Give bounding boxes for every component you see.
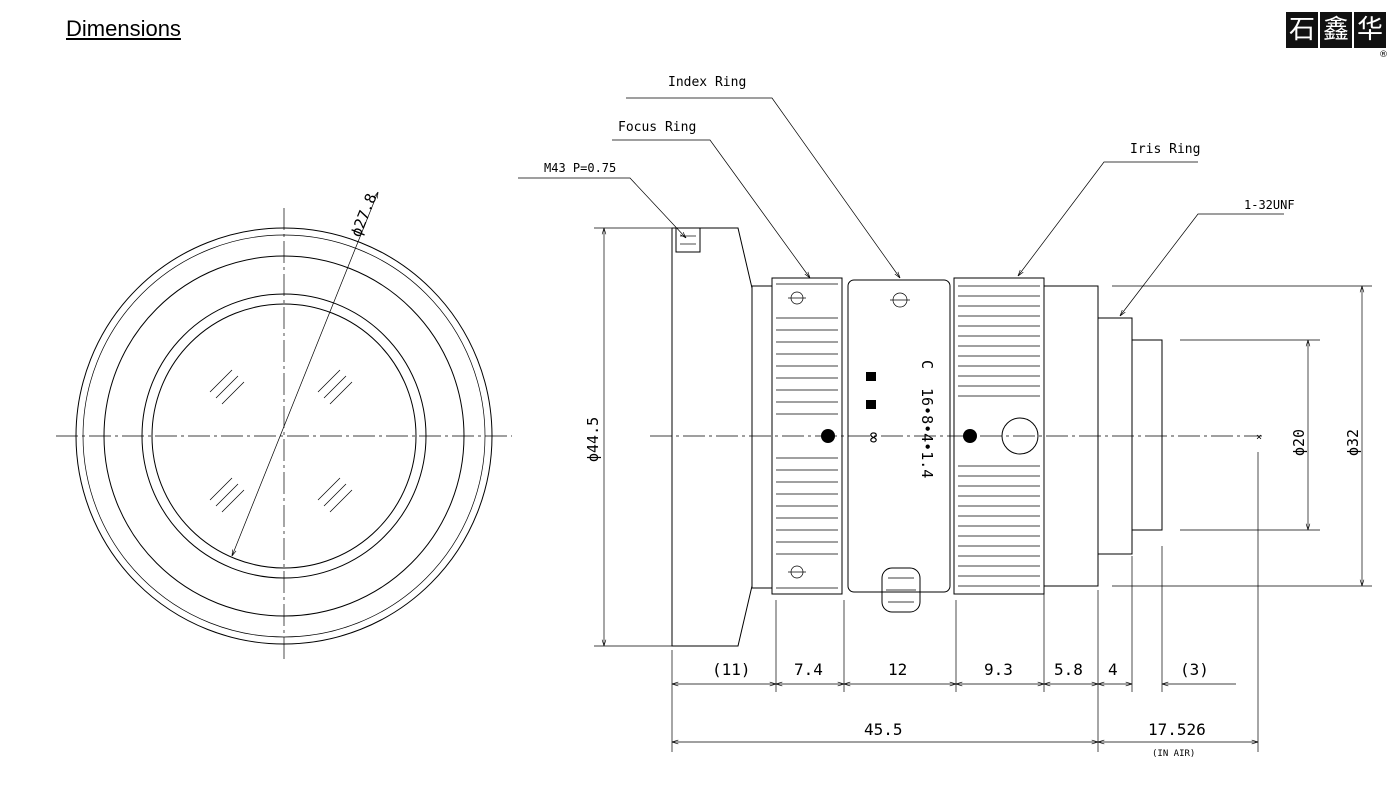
seg-label-1: (11) xyxy=(712,660,751,679)
infinity-engraving: ∞ xyxy=(863,432,884,443)
rear-outer-diameter-label: ϕ32 xyxy=(1344,429,1362,456)
front-diameter-label: ϕ27.8 xyxy=(347,191,381,240)
mount-engraving: C xyxy=(918,360,936,369)
total-length-label: 45.5 xyxy=(864,720,903,739)
seg-label-3: 12 xyxy=(888,660,907,679)
rear-flange xyxy=(1131,339,1163,531)
back-focus-note: (IN AIR) xyxy=(1152,749,1195,759)
glass-hatch-marks xyxy=(209,369,353,513)
index-mark-2 xyxy=(866,400,876,409)
callout-iris-ring: Iris Ring xyxy=(1130,142,1200,157)
front-diameter-dim-label: ϕ44.5 xyxy=(584,417,602,462)
diameter-dim-line xyxy=(232,192,378,556)
logo-char-1: 石 xyxy=(1286,12,1318,48)
logo-char-2: 鑫 xyxy=(1320,12,1352,48)
focus-index-dot xyxy=(821,429,835,443)
callout-leaders xyxy=(518,97,1284,316)
seg-label-2: 7.4 xyxy=(794,660,823,679)
front-view: ϕ27.8 xyxy=(56,191,512,662)
mount-step xyxy=(751,285,773,589)
seg-label-7: (3) xyxy=(1180,660,1209,679)
seg-label-5: 5.8 xyxy=(1054,660,1083,679)
page-title: Dimensions xyxy=(66,16,181,41)
registered-mark: ® xyxy=(1379,50,1388,60)
inner-ring-outer xyxy=(141,293,427,579)
callout-index-ring: Index Ring xyxy=(668,75,746,90)
brand-logo: 石 鑫 华 ® xyxy=(1286,12,1388,60)
callout-focus-ring: Focus Ring xyxy=(618,120,696,135)
index-mark-1 xyxy=(866,372,876,381)
index-ring xyxy=(847,279,951,593)
iris-index-dot xyxy=(963,429,977,443)
side-view: × xyxy=(518,75,1372,759)
extension-lines xyxy=(671,452,1259,752)
seg-label-6: 4 xyxy=(1108,660,1118,679)
back-focus-label: 17.526 xyxy=(1148,720,1206,739)
mount-body xyxy=(671,227,753,647)
iris-lock-screw xyxy=(1001,417,1039,455)
centerline-end-mark: × xyxy=(1256,432,1262,443)
logo-char-3: 华 xyxy=(1354,12,1386,48)
callout-mount-thread: M43 P=0.75 xyxy=(544,161,616,175)
fstop-engraving: 16•8•4•1.4 xyxy=(918,388,936,478)
iris-ring-knurl xyxy=(958,285,1040,587)
callout-filter-thread: 1-32UNF xyxy=(1244,198,1295,212)
rear-inner-diameter-label: ϕ20 xyxy=(1290,429,1308,456)
lock-knob xyxy=(881,567,921,613)
thread-section xyxy=(675,227,701,253)
seg-label-4: 9.3 xyxy=(984,660,1013,679)
focus-ring-knurl xyxy=(776,283,838,589)
